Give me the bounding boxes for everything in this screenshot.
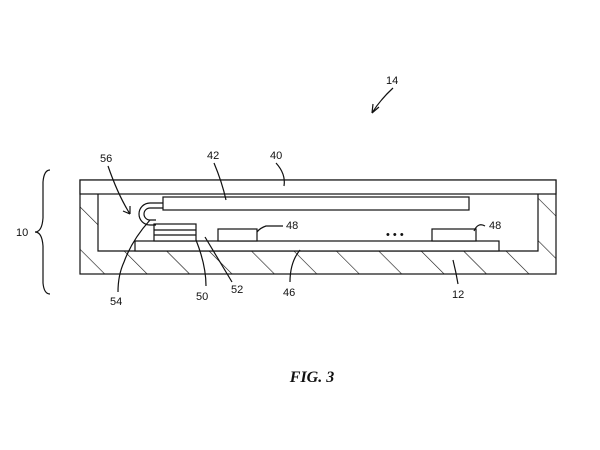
label-12: 12 (452, 289, 464, 301)
label-48-a: 48 (286, 220, 298, 232)
figure-caption: FIG. 3 (289, 369, 334, 386)
substrate-46 (134, 240, 500, 252)
label-54: 54 (110, 296, 122, 308)
label-40: 40 (270, 150, 282, 162)
display-layer-42 (162, 196, 470, 211)
label-46: 46 (283, 287, 295, 299)
label-10: 10 (16, 227, 28, 239)
bracket-10 (34, 169, 51, 295)
label-52: 52 (231, 284, 243, 296)
connector-50 (153, 223, 197, 242)
ellipsis-dots: • • • (386, 229, 404, 241)
label-42: 42 (207, 150, 219, 162)
label-14: 14 (386, 75, 398, 87)
label-48-b: 48 (489, 220, 501, 232)
component-48-b (431, 228, 477, 242)
leader-lines (107, 87, 486, 293)
label-56: 56 (100, 153, 112, 165)
component-48-a (217, 228, 258, 242)
cover-layer-40 (79, 179, 557, 195)
label-50: 50 (196, 291, 208, 303)
